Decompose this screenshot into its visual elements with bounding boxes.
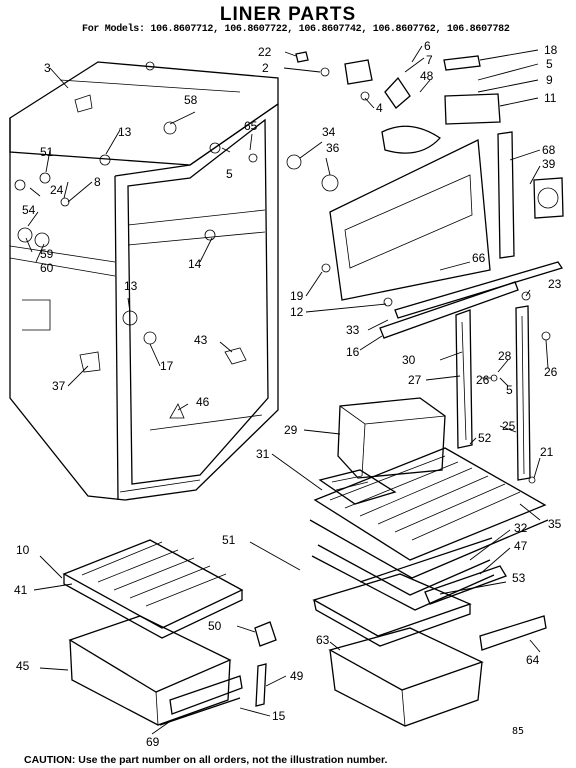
callout: 26 — [544, 365, 558, 379]
callout: 12 — [290, 305, 304, 319]
callout: 43 — [194, 333, 208, 347]
callout: 36 — [326, 141, 340, 155]
callout: 9 — [546, 73, 553, 87]
callout: 13 — [124, 279, 138, 293]
callout: 51 — [40, 145, 54, 159]
callout: 29 — [284, 423, 298, 437]
model-numbers: For Models: 106.8607712, 106.8607722, 10… — [82, 24, 510, 35]
liner-cabinet — [9, 61, 279, 501]
callout-numbers: 3 22 2 6 7 48 18 5 9 11 4 58 65 34 36 13… — [14, 39, 562, 749]
callout: 2 — [262, 61, 269, 75]
callout: 63 — [316, 633, 330, 647]
callout: 15 — [272, 709, 286, 723]
callout: 49 — [290, 669, 304, 683]
callout: 64 — [526, 653, 540, 667]
callout: 8 — [94, 175, 101, 189]
callout: 7 — [426, 53, 433, 67]
callout: 13 — [118, 125, 132, 139]
callout: 47 — [514, 539, 528, 553]
callout: 35 — [548, 517, 562, 531]
bin-29 — [337, 397, 446, 479]
glass-shelves — [309, 447, 549, 611]
callout: 39 — [542, 157, 556, 171]
callout: 10 — [16, 543, 30, 557]
crisper-cover — [62, 539, 244, 639]
callout: 17 — [160, 359, 174, 373]
callout: 22 — [258, 45, 272, 59]
callout: 14 — [188, 257, 202, 271]
page-title: LINER PARTS — [219, 4, 357, 25]
callout: 41 — [14, 583, 28, 597]
caution-note: CAUTION: Use the part number on all orde… — [24, 754, 388, 766]
callout: 6 — [424, 39, 431, 53]
callout: 65 — [244, 119, 258, 133]
callout: 69 — [146, 735, 160, 749]
callout: 4 — [376, 101, 383, 115]
callout: 3 — [44, 61, 51, 75]
callout: 52 — [478, 431, 492, 445]
callout: 59 — [40, 247, 54, 261]
callout: 5 — [226, 167, 233, 181]
callout: 21 — [540, 445, 554, 459]
callout: 54 — [22, 203, 36, 217]
callout: 45 — [16, 659, 30, 673]
callout: 53 — [512, 571, 526, 585]
callout: 18 — [544, 43, 558, 57]
callout: 30 — [402, 353, 416, 367]
callout: 23 — [548, 277, 562, 291]
callout: 37 — [52, 379, 66, 393]
diagram-code: 85 — [512, 726, 525, 737]
callout: 28 — [498, 349, 512, 363]
callout: 68 — [542, 143, 556, 157]
callout: 11 — [544, 91, 557, 105]
callout: 24 — [50, 183, 64, 197]
leader-lines — [25, 45, 549, 735]
callout: 48 — [420, 69, 434, 83]
crisper-drawer-45 — [68, 615, 243, 726]
callout: 46 — [196, 395, 210, 409]
callout: 25 — [502, 419, 516, 433]
callout: 26 — [476, 373, 490, 387]
callout: 27 — [408, 373, 422, 387]
callout: 51 — [222, 533, 236, 547]
small-parts — [254, 621, 277, 707]
callout: 5 — [546, 57, 553, 71]
callout: 19 — [290, 289, 304, 303]
callout: 32 — [514, 521, 528, 535]
callout: 33 — [346, 323, 360, 337]
callout: 58 — [184, 93, 198, 107]
callout: 31 — [256, 447, 270, 461]
callout: 66 — [472, 251, 486, 265]
callout: 16 — [346, 345, 360, 359]
callout: 60 — [40, 261, 54, 275]
upper-components — [286, 51, 564, 339]
callout: 50 — [208, 619, 222, 633]
callout: 34 — [322, 125, 336, 139]
shelf-rails — [455, 291, 551, 484]
callout: 5 — [506, 383, 513, 397]
crisper-right — [312, 565, 547, 727]
